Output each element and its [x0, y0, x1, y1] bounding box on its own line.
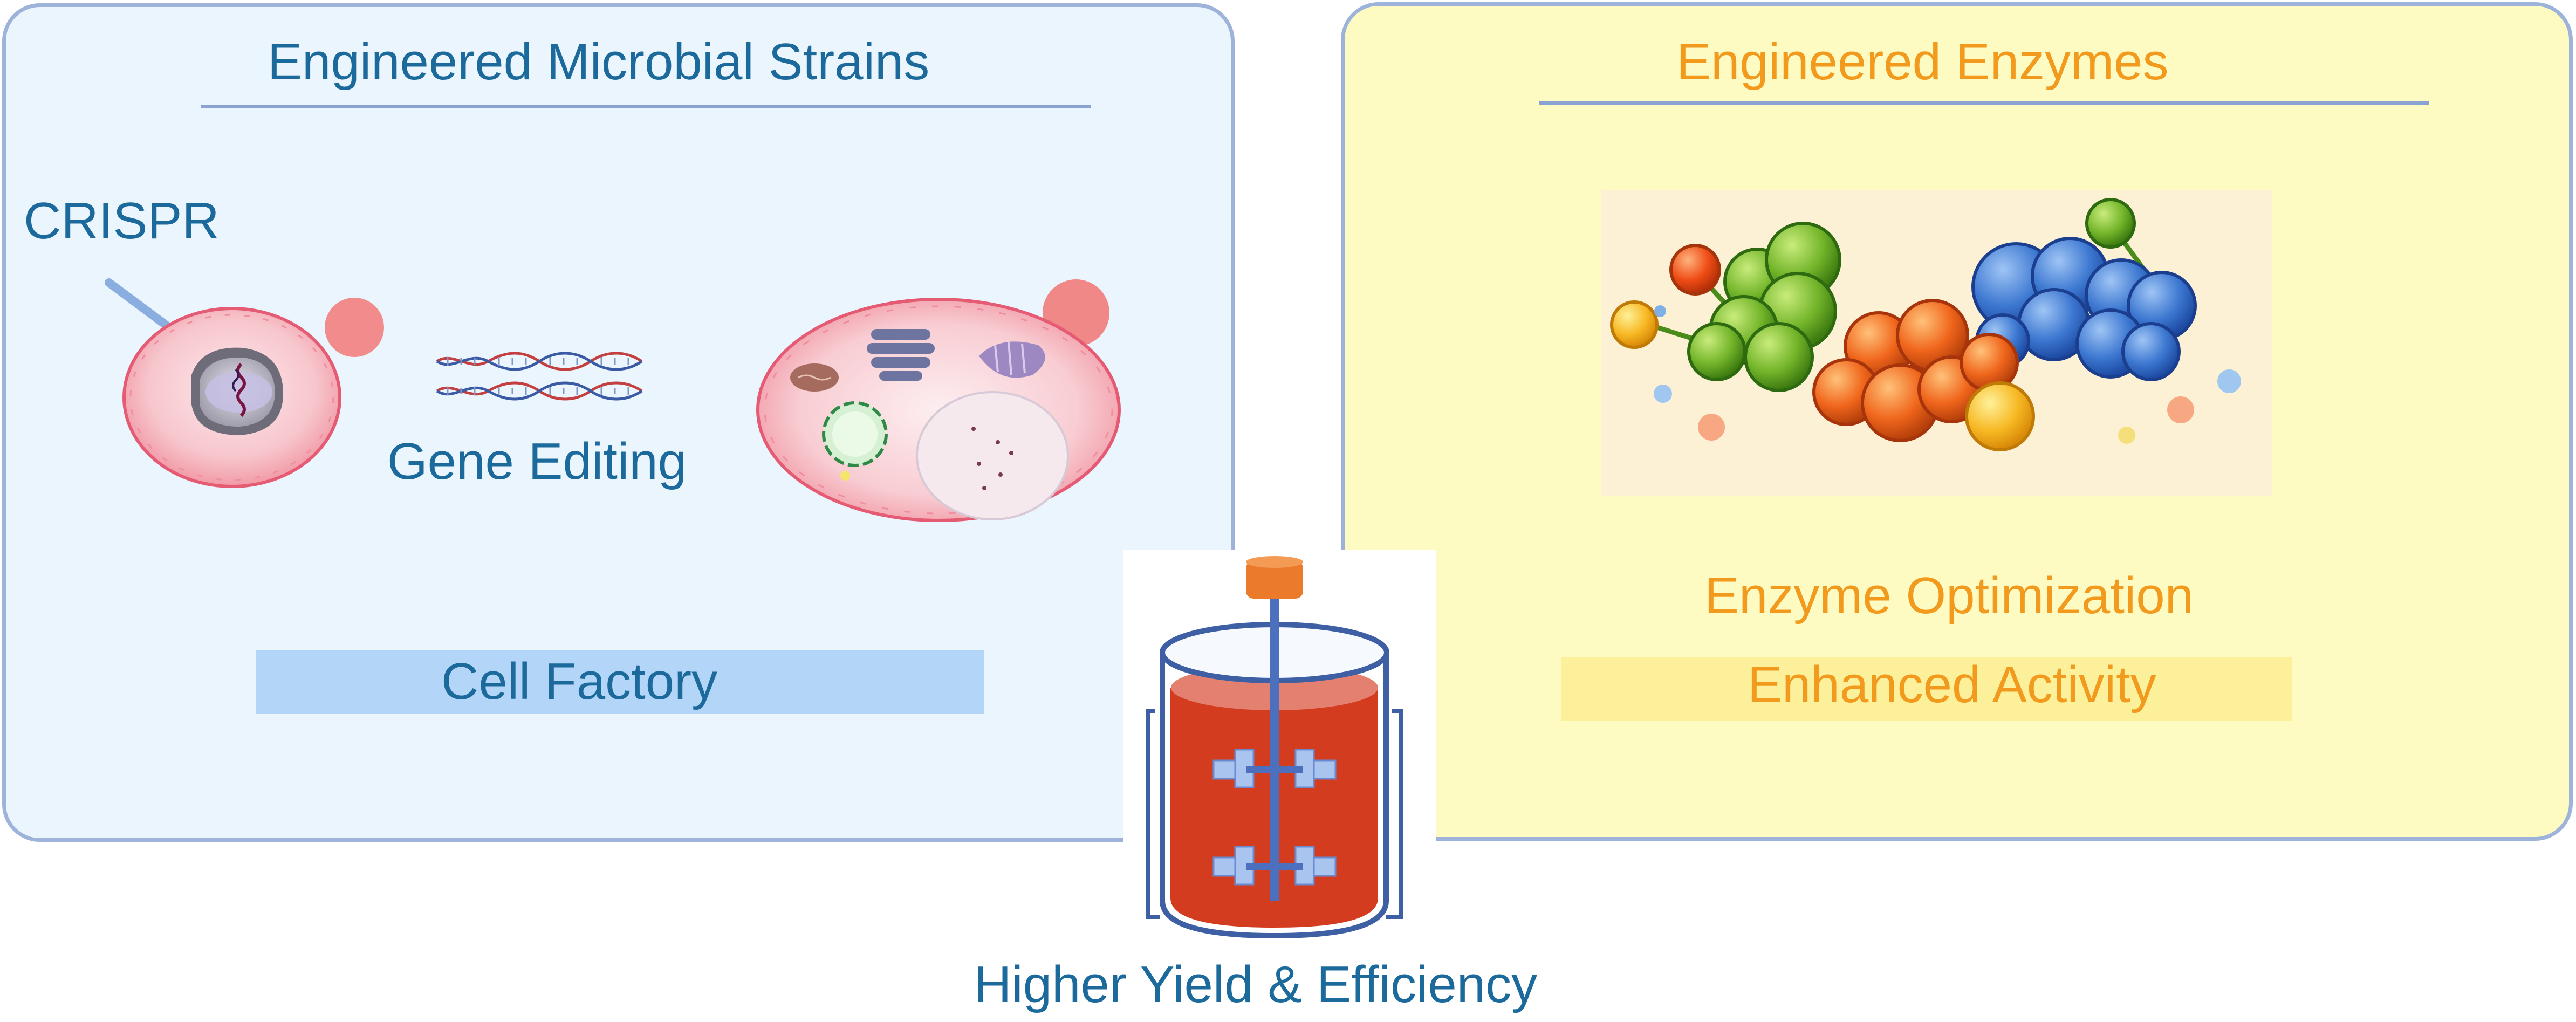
- cell-factory-label: Cell Factory: [441, 653, 718, 710]
- microbial-strains-title: Engineered Microbial Strains: [268, 33, 930, 91]
- enzymes-title-underline: [1539, 101, 2429, 105]
- microbial-title-underline: [201, 105, 1091, 108]
- yeast-cell-icon: [122, 298, 384, 488]
- higher-yield-label: Higher Yield & Efficiency: [974, 956, 1538, 1013]
- enzyme-optimization-label: Enzyme Optimization: [1704, 567, 2194, 625]
- cell-factory-bar: [256, 650, 984, 714]
- dna-helix-icon: [436, 352, 643, 401]
- crispr-label: CRISPR: [24, 192, 220, 250]
- gene-editing-label: Gene Editing: [387, 433, 687, 490]
- bioreactor-icon: [1146, 556, 1403, 939]
- enhanced-activity-bar: [1561, 657, 2292, 721]
- enzyme-cluster-icon: [1601, 190, 2272, 496]
- engineered-cell-icon: [756, 279, 1121, 522]
- crispr-needle-icon: [105, 278, 173, 331]
- enhanced-activity-label: Enhanced Activity: [1748, 656, 2156, 714]
- engineered-enzymes-title: Engineered Enzymes: [1676, 33, 2169, 91]
